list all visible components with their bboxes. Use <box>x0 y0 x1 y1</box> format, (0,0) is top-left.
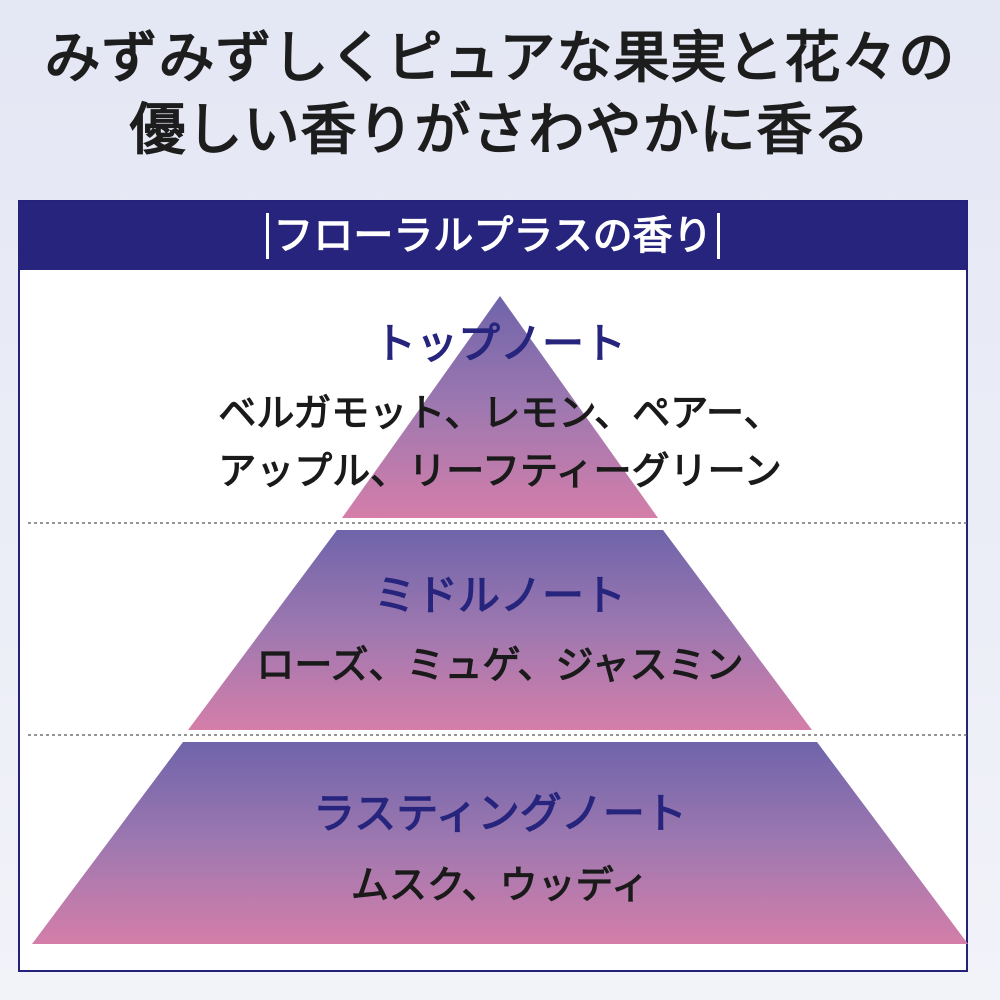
top-note-title: トップノート <box>373 319 626 368</box>
headline-line-1: みずみずしくピュアな果実と花々の <box>44 25 956 91</box>
top-note-items-line-1: ベルガモット、レモン、ペアー、 <box>218 391 782 435</box>
middle-note-title: ミドルノート <box>373 571 626 620</box>
lasting-note-title: ラスティングノート <box>313 789 687 838</box>
pyramid-middle-tier <box>188 530 812 730</box>
banner-title: フローラルプラスの香り <box>266 213 720 259</box>
headline-line-2: 優しい香りがさわやかに香る <box>129 97 871 163</box>
headline: みずみずしくピュアな果実と花々の 優しい香りがさわやかに香る <box>0 22 1000 166</box>
pyramid-base-tier <box>32 742 968 944</box>
middle-note-items: ローズ、ミュゲ、ジャスミン <box>256 643 744 687</box>
top-note-items-line-2: アップル、リーフティーグリーン <box>218 449 782 493</box>
pyramid-top-tier <box>342 296 658 518</box>
lasting-note-items: ムスク、ウッディ <box>351 863 649 907</box>
fragrance-banner: フローラルプラスの香り <box>20 202 966 270</box>
